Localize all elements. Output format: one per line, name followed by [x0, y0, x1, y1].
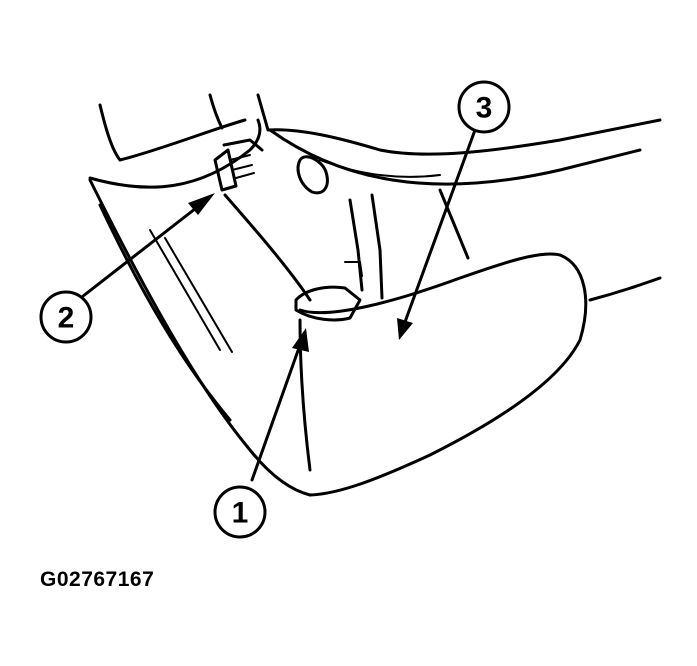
- leader-line-2: [76, 203, 202, 302]
- callout-label-2: 2: [58, 302, 75, 335]
- figure-id: G02767167: [40, 568, 155, 591]
- leader-arrows: [76, 128, 477, 482]
- callout-circle-2: [39, 290, 93, 344]
- leader-line-3: [403, 128, 477, 324]
- release-lever-area: [213, 138, 384, 322]
- callout-label-3: 3: [476, 92, 493, 125]
- callout-circle-1: [213, 485, 267, 539]
- callout-circle-3: [457, 80, 511, 134]
- callout-1: 1: [213, 485, 267, 539]
- arrowhead-2: [188, 193, 215, 215]
- arrowhead-3: [397, 318, 413, 340]
- leader-line-1: [250, 343, 302, 482]
- callout-2: 2: [39, 290, 93, 344]
- arrowhead-1: [292, 328, 309, 352]
- armrest-body: [88, 178, 662, 497]
- callout-3: 3: [457, 80, 511, 134]
- upper-trim-outline: [88, 93, 662, 260]
- callout-label-1: 1: [232, 497, 249, 530]
